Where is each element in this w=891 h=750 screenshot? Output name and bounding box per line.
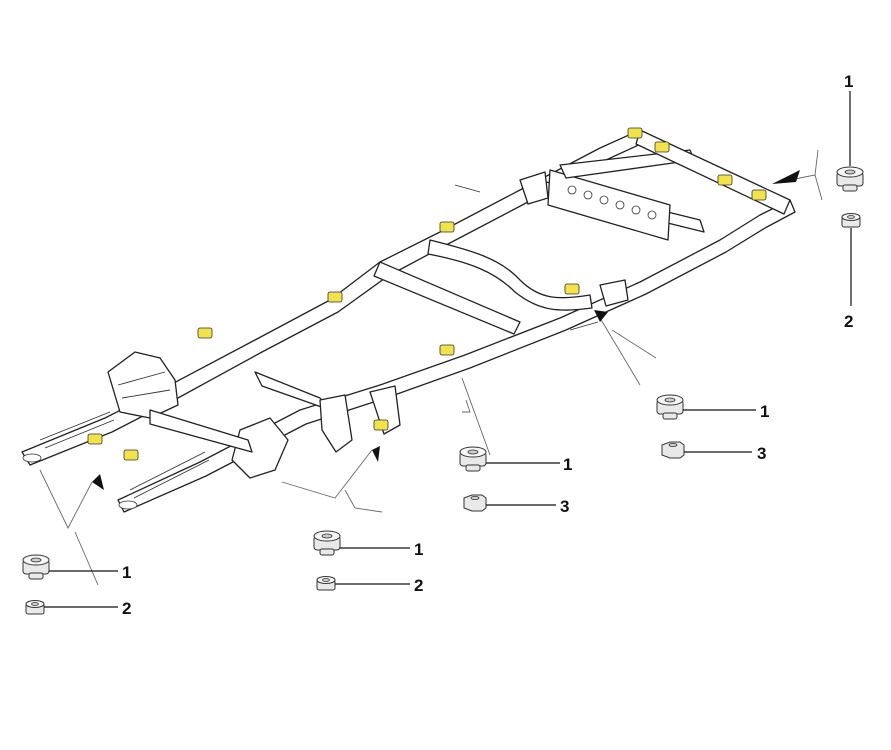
hex-nut — [661, 441, 685, 459]
mount-pad — [564, 283, 580, 295]
callout-group-rear-right: 1 2 — [836, 72, 864, 331]
center-cross-member — [373, 261, 521, 335]
rubber-bushing — [656, 394, 684, 420]
mount-pad — [87, 433, 103, 445]
beam-holes — [567, 185, 657, 220]
rubber-bushing — [836, 166, 864, 192]
callout-label: 3 — [757, 444, 766, 463]
callout-label: 1 — [563, 455, 572, 474]
rear-perforated-beam — [547, 169, 671, 241]
front-suspension-tower — [107, 351, 179, 419]
mount-pad — [327, 291, 343, 303]
mid-cross-member — [254, 371, 331, 411]
callout-label: 3 — [560, 497, 569, 516]
mount-pad — [751, 189, 767, 201]
front-cross-member — [149, 409, 253, 453]
mount-pad — [197, 327, 213, 339]
hex-nut — [463, 494, 487, 512]
mount-pad — [627, 127, 643, 139]
callout-group-front-left: 1 2 — [22, 554, 131, 618]
curved-cross-member — [427, 239, 593, 311]
lower-bushing — [841, 213, 861, 228]
mount-pad — [373, 419, 389, 431]
body-mount-pads — [87, 127, 767, 461]
mount-pad — [439, 344, 455, 356]
rubber-bushing — [459, 446, 487, 472]
mount-pad — [717, 174, 733, 186]
callout-label: 2 — [414, 576, 423, 595]
lower-bushing — [25, 600, 45, 615]
callout-group-middle: 1 3 — [459, 446, 572, 516]
callout-group-rear-middle: 1 3 — [656, 394, 769, 463]
callout-label: 2 — [122, 599, 131, 618]
rubber-bushing — [22, 554, 50, 580]
pointer-lines — [39, 149, 823, 586]
lower-bushing — [316, 576, 336, 591]
mount-pad — [123, 449, 139, 461]
mount-pad — [439, 221, 455, 233]
rear-end-cross-member — [635, 129, 791, 215]
pointer-arrows — [92, 170, 800, 490]
rubber-bushing — [313, 530, 341, 556]
callout-label: 1 — [414, 540, 423, 559]
callout-label: 1 — [122, 563, 131, 582]
callout-label: 1 — [760, 402, 769, 421]
mount-pad — [654, 141, 670, 153]
callout-label: 1 — [844, 72, 853, 91]
callout-group-front-center: 1 2 — [313, 530, 423, 595]
callout-label: 2 — [844, 312, 853, 331]
